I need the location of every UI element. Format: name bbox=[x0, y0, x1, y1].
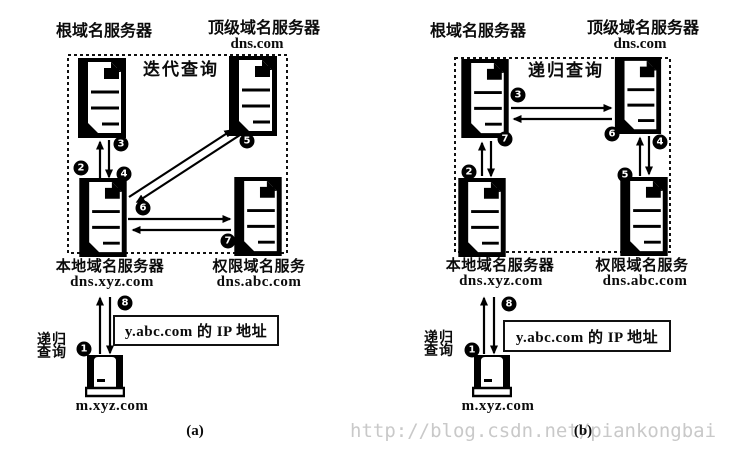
step-badge-8-b: 8 bbox=[501, 296, 517, 312]
tld-server-domain-b: dns.com bbox=[613, 36, 667, 52]
csdn-watermark: http://blog.csdn.net/piankongbai bbox=[350, 420, 717, 442]
step-badge-7-b: 7 bbox=[497, 131, 513, 147]
ip-result-box-a: y.abc.com 的 IP 地址 bbox=[113, 315, 279, 346]
recursive-query-line1-a: 递归 bbox=[37, 333, 67, 348]
tld-server-label-a: 顶级域名服务器 bbox=[207, 20, 321, 37]
recursive-query-label-a: 递归 查询 bbox=[37, 333, 67, 361]
local-server-label-b: 本地域名服务器 bbox=[445, 258, 555, 274]
tld-server-label-b: 顶级域名服务器 bbox=[586, 20, 700, 37]
step-badge-1-b: 1 bbox=[464, 342, 480, 358]
panel-a-arrows bbox=[96, 129, 241, 355]
step-badge-4-b: 4 bbox=[652, 134, 668, 150]
tld-server-icon-b bbox=[614, 57, 662, 134]
host-label-a: m.xyz.com bbox=[75, 398, 149, 414]
step-badge-4-a: 4 bbox=[116, 166, 132, 182]
root-server-label-b: 根域名服务器 bbox=[429, 23, 527, 40]
host-label-b: m.xyz.com bbox=[461, 398, 535, 414]
step-badge-8-a: 8 bbox=[117, 295, 133, 311]
tld-server-domain-a: dns.com bbox=[230, 36, 284, 52]
recursive-query-line2-a: 查询 bbox=[37, 346, 67, 361]
panel-b-arrows bbox=[478, 104, 653, 355]
step-badge-6-a: 6 bbox=[135, 200, 151, 216]
root-server-label-a: 根域名服务器 bbox=[55, 23, 153, 40]
local-server-domain-b: dns.xyz.com bbox=[459, 273, 543, 289]
auth-server-icon-a bbox=[234, 177, 282, 256]
query-type-label-b: 递归查询 bbox=[528, 61, 604, 80]
ip-result-text-a: y.abc.com 的 IP 地址 bbox=[124, 324, 268, 340]
iterative-query-dashed-box bbox=[67, 54, 288, 254]
step-badge-3-a: 3 bbox=[113, 136, 129, 152]
local-server-icon-a bbox=[79, 178, 127, 257]
root-server-icon-a bbox=[78, 58, 126, 138]
recursive-query-line2-b: 查询 bbox=[424, 344, 454, 359]
tld-server-icon-a bbox=[229, 56, 277, 136]
auth-server-icon-b bbox=[620, 177, 668, 256]
local-server-icon-b bbox=[458, 178, 506, 257]
step-badge-6-b: 6 bbox=[604, 126, 620, 142]
host-icon-b bbox=[472, 355, 512, 398]
recursive-query-dashed-box bbox=[454, 57, 671, 253]
step-badge-5-a: 5 bbox=[239, 133, 255, 149]
auth-server-label-b: 权限域名服务 bbox=[595, 258, 689, 274]
ip-result-text-b: y.abc.com 的 IP 地址 bbox=[515, 329, 659, 346]
caption-b: (b) bbox=[573, 423, 593, 439]
step-badge-1-a: 1 bbox=[76, 341, 92, 357]
auth-server-label-a: 权限域名服务 bbox=[212, 259, 306, 275]
root-server-icon-b bbox=[461, 59, 509, 138]
recursive-query-line1-b: 递归 bbox=[424, 331, 454, 346]
local-server-label-a: 本地域名服务器 bbox=[55, 259, 165, 275]
step-badge-3-b: 3 bbox=[510, 87, 526, 103]
ip-result-box-b: y.abc.com 的 IP 地址 bbox=[503, 320, 671, 352]
step-badge-7-a: 7 bbox=[220, 233, 236, 249]
local-server-domain-a: dns.xyz.com bbox=[70, 274, 154, 290]
step-badge-2-b: 2 bbox=[461, 164, 477, 180]
query-type-label-a: 迭代查询 bbox=[143, 60, 219, 79]
step-badge-2-a: 2 bbox=[73, 160, 89, 176]
step-badge-5-b: 5 bbox=[617, 167, 633, 183]
auth-server-domain-a: dns.abc.com bbox=[216, 274, 302, 290]
host-icon-a bbox=[85, 355, 125, 398]
recursive-query-label-b: 递归 查询 bbox=[424, 331, 454, 359]
auth-server-domain-b: dns.abc.com bbox=[602, 273, 688, 289]
caption-a: (a) bbox=[186, 423, 204, 439]
